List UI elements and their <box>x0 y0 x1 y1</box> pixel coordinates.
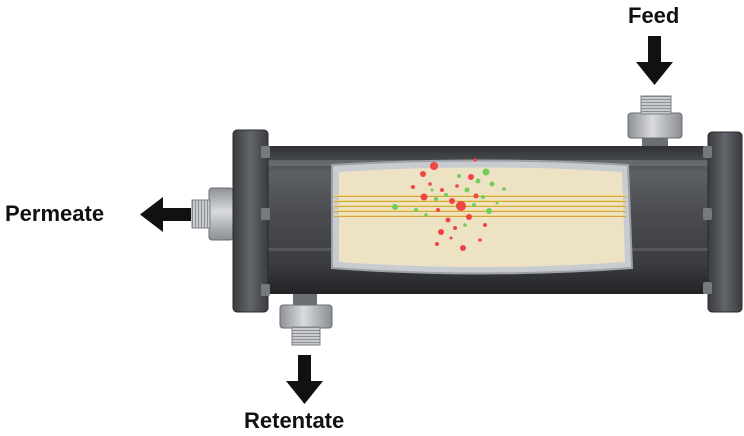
permeate-label: Permeate <box>5 201 105 226</box>
right-flange <box>703 131 743 313</box>
feed-port-fitting <box>627 95 683 150</box>
retentate-label: Retentate <box>244 408 345 433</box>
retentate-arrow-icon <box>286 355 323 404</box>
left-flange <box>232 129 270 313</box>
feed-label: Feed <box>628 3 680 28</box>
particles-red <box>411 158 487 251</box>
permeate-arrow-icon <box>140 197 191 232</box>
retentate-port-fitting <box>279 290 333 346</box>
feed-arrow-icon <box>636 36 673 85</box>
hollow-fibers <box>334 195 626 217</box>
particles-green <box>392 168 506 227</box>
